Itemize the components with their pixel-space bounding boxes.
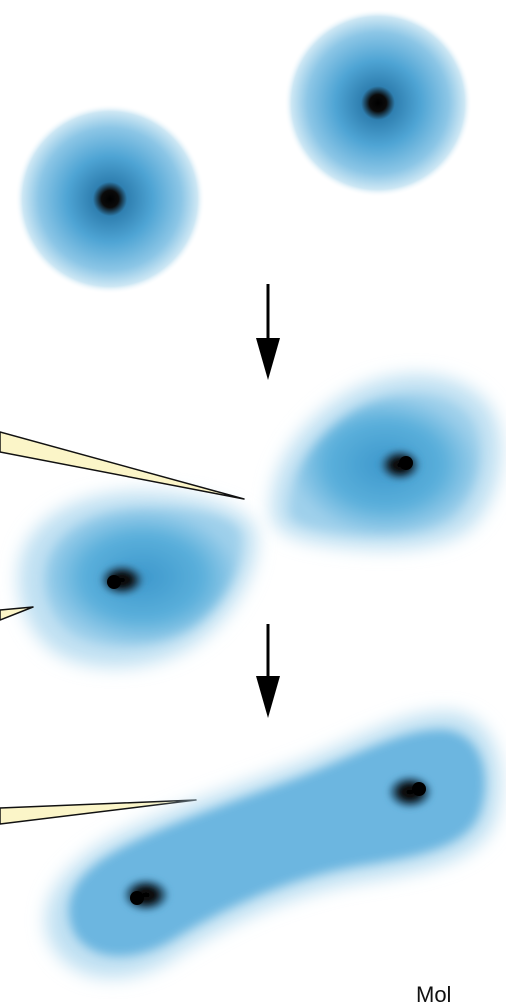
- label-pointers: [0, 431, 245, 825]
- down-arrow-1: [256, 284, 280, 380]
- molecule-nucleus-left: [121, 877, 171, 913]
- molecule: [45, 711, 501, 978]
- deformed-atom-right: [271, 374, 501, 550]
- nucleus-left: [98, 563, 146, 597]
- pointer-3: [0, 799, 197, 825]
- pointer-1: [0, 431, 245, 500]
- atom-left: [15, 104, 205, 294]
- caption-fragment: Mol: [416, 982, 452, 1007]
- atom-top-right: [284, 9, 472, 197]
- down-arrow-2: [256, 624, 280, 718]
- pointer-2: [0, 606, 34, 621]
- molecule-nucleus-right: [386, 774, 434, 810]
- deformed-atom-left: [18, 491, 257, 667]
- separate-atoms: [15, 9, 472, 294]
- approaching-atoms: [18, 374, 501, 667]
